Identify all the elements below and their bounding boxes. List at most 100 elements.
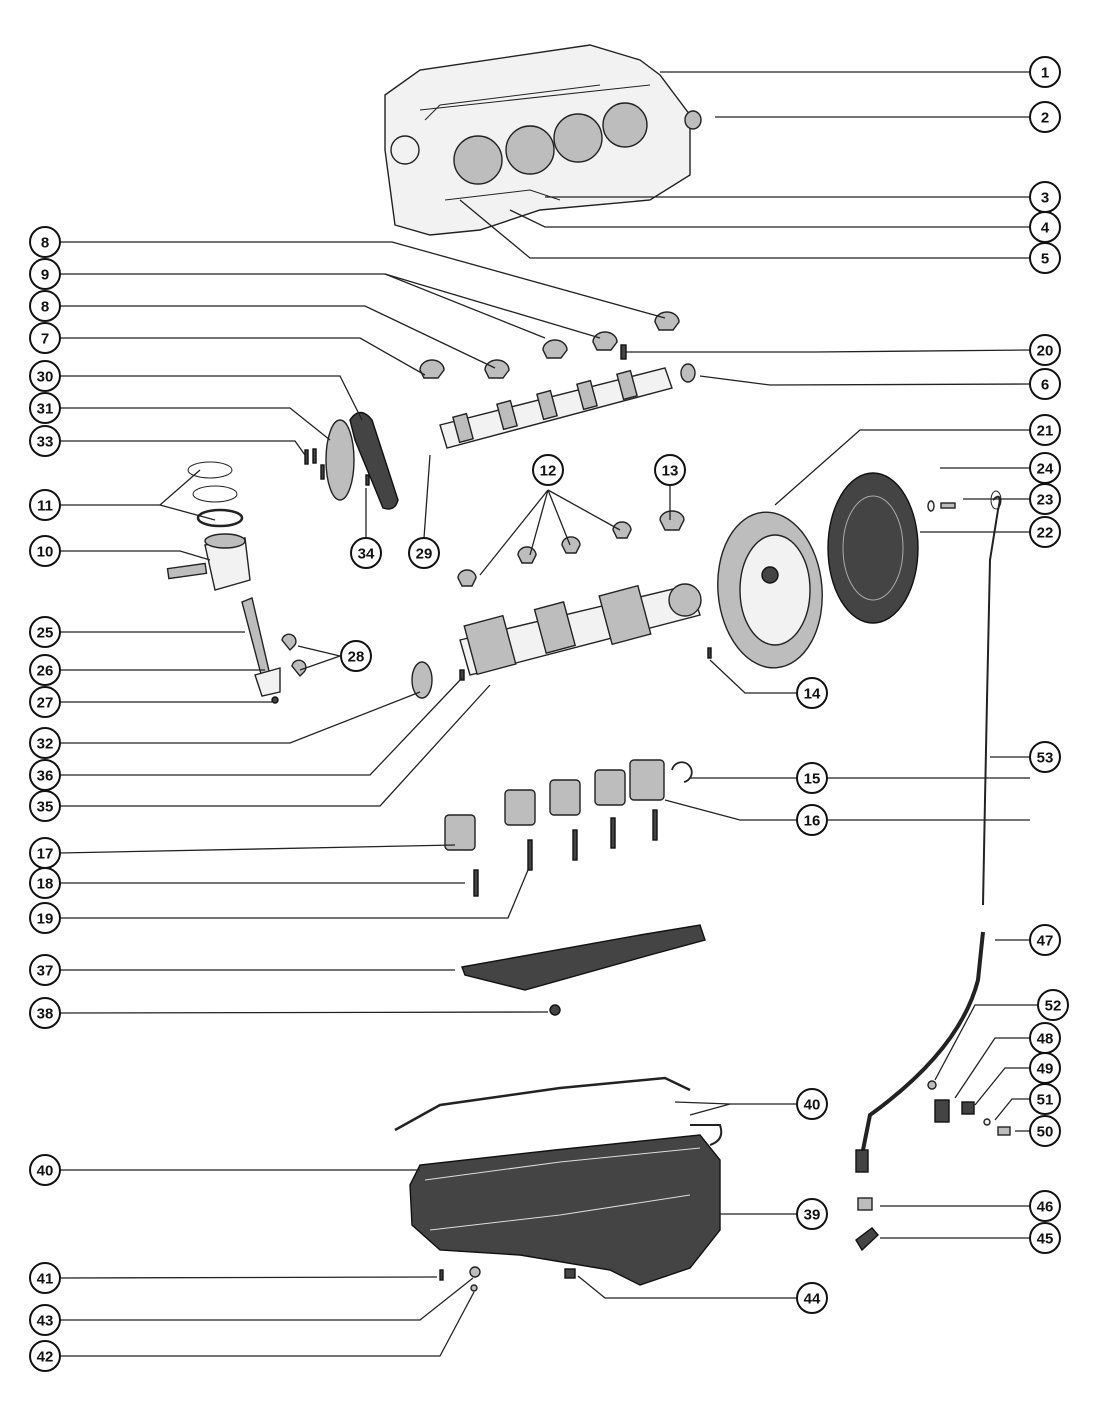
callout-number: 16 [804, 813, 821, 830]
dipstick [982, 495, 1001, 906]
main-cap-bolts [473, 809, 658, 897]
callout-circle [29, 727, 61, 759]
callout-11: 11 [29, 489, 61, 521]
callout-number: 40 [37, 1163, 54, 1180]
callout-number: 18 [37, 876, 54, 893]
callout-4: 4 [1029, 211, 1061, 243]
callout-circle [350, 537, 382, 569]
sprocket-bolts [304, 448, 325, 480]
callout-16: 16 [796, 804, 828, 836]
callout-number: 36 [37, 768, 54, 785]
callout-14: 14 [796, 677, 828, 709]
camshaft-plug [680, 363, 696, 383]
dowel-pin [365, 474, 370, 486]
connecting-rod [241, 597, 281, 704]
callout-number: 7 [41, 331, 49, 348]
callout-31: 31 [29, 392, 61, 424]
callout-number: 53 [1037, 750, 1054, 767]
tube-fitting [855, 1149, 869, 1173]
callout-46: 46 [1029, 1190, 1061, 1222]
callout-circle [1029, 924, 1061, 956]
callout-number: 3 [1041, 190, 1049, 207]
callout-8: 8 [29, 226, 61, 258]
callout-number: 14 [804, 686, 821, 703]
callout-circle [29, 1340, 61, 1372]
callout-13: 13 [654, 454, 686, 486]
callout-33: 33 [29, 425, 61, 457]
callout-circle [1029, 1115, 1061, 1147]
crank-sprocket [411, 661, 433, 699]
callout-number: 20 [1037, 343, 1054, 360]
callout-circle [29, 425, 61, 457]
cam-bearings [419, 311, 680, 379]
callout-30: 30 [29, 360, 61, 392]
fitting-45 [855, 1227, 879, 1252]
callout-circle [29, 902, 61, 934]
callout-32: 32 [29, 727, 61, 759]
callout-7: 7 [29, 322, 61, 354]
callout-circle [1029, 1083, 1061, 1115]
callout-circle [796, 1282, 828, 1314]
callout-39: 39 [796, 1198, 828, 1230]
callout-number: 4 [1041, 220, 1050, 237]
callout-1: 1 [1029, 56, 1061, 88]
callout-circle [29, 954, 61, 986]
callout-52: 52 [1037, 989, 1069, 1021]
callout-37: 37 [29, 954, 61, 986]
callout-number: 40 [804, 1097, 821, 1114]
drain-plug [564, 1268, 576, 1279]
callout-circle [796, 1198, 828, 1230]
callout-circle [1029, 368, 1061, 400]
callout-48: 48 [1029, 1022, 1061, 1054]
callout-number: 44 [804, 1291, 821, 1308]
callout-number: 9 [41, 267, 49, 284]
callout-circle [29, 1304, 61, 1336]
callout-12: 12 [532, 454, 564, 486]
callout-number: 10 [37, 544, 54, 561]
crankshaft [459, 583, 702, 676]
callout-number: 6 [1041, 377, 1049, 394]
callout-47: 47 [1029, 924, 1061, 956]
callout-circle [29, 867, 61, 899]
callout-number: 21 [1037, 423, 1054, 440]
callout-circle [532, 454, 564, 486]
drain-washer [469, 1266, 481, 1278]
callout-number: 43 [37, 1313, 54, 1330]
part-50 [997, 1126, 1011, 1136]
piston-pin [166, 562, 208, 580]
callout-number: 13 [662, 463, 679, 480]
callout-number: 48 [1037, 1031, 1054, 1048]
pan-gasket-side [394, 1076, 691, 1132]
callout-number: 2 [1041, 110, 1049, 127]
callout-circle [29, 322, 61, 354]
callout-circle [29, 392, 61, 424]
callout-27: 27 [29, 686, 61, 718]
callout-circle [29, 535, 61, 567]
callout-44: 44 [796, 1282, 828, 1314]
callout-circle [796, 677, 828, 709]
callout-circle [29, 1154, 61, 1186]
rod-bearings [281, 633, 307, 678]
callout-circle [29, 790, 61, 822]
callout-number: 8 [41, 235, 49, 252]
pan-gasket-end [690, 1124, 723, 1146]
callout-number: 33 [37, 434, 54, 451]
callout-2: 2 [1029, 101, 1061, 133]
callout-21: 21 [1029, 414, 1061, 446]
callout-circle [1029, 516, 1061, 548]
callout-circle [29, 258, 61, 290]
engine-block [384, 44, 691, 236]
callout-number: 25 [37, 625, 54, 642]
callout-number: 38 [37, 1006, 54, 1023]
callout-circle [796, 804, 828, 836]
callout-circle [796, 1088, 828, 1120]
callout-circle [796, 762, 828, 794]
callout-circle [1029, 414, 1061, 446]
fitting-46 [857, 1197, 873, 1211]
callout-49: 49 [1029, 1052, 1061, 1084]
callout-23: 23 [1029, 483, 1061, 515]
callout-circle [654, 454, 686, 486]
callout-number: 24 [1037, 461, 1054, 478]
timing-chain [349, 411, 399, 510]
